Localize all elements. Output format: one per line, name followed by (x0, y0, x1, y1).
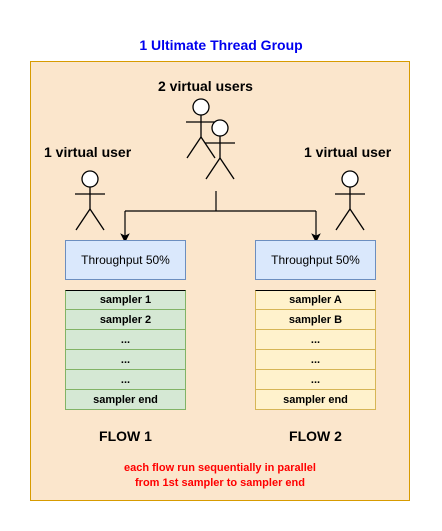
flow2-label: FLOW 2 (289, 428, 342, 444)
diagram-title: 1 Ultimate Thread Group (139, 37, 303, 53)
sampler-item: ... (65, 330, 186, 350)
stick-figure-icon (75, 170, 105, 231)
stick-figure-icon (335, 170, 365, 231)
sampler-item: ... (255, 330, 376, 350)
flow2-sampler-list: sampler A sampler B ... ... ... sampler … (255, 290, 376, 410)
sampler-item: sampler B (255, 310, 376, 330)
sampler-item: sampler 2 (65, 310, 186, 330)
center-users-label: 2 virtual users (158, 78, 253, 94)
note-line-2: from 1st sampler to sampler end (135, 477, 305, 489)
sampler-item: ... (255, 370, 376, 390)
flow1-throughput-box: Throughput 50% (65, 240, 186, 280)
stick-figure-icon (205, 119, 235, 180)
flow1-sampler-list: sampler 1 sampler 2 ... ... ... sampler … (65, 290, 186, 410)
thread-group-container (30, 61, 410, 501)
left-user-label: 1 virtual user (44, 144, 132, 160)
sampler-item: ... (65, 370, 186, 390)
sampler-item: sampler end (65, 390, 186, 410)
stick-figure-icon (186, 98, 216, 159)
flow1-label: FLOW 1 (99, 428, 152, 444)
flow2-throughput-box: Throughput 50% (255, 240, 376, 280)
sampler-item: sampler A (255, 290, 376, 310)
right-user-label: 1 virtual user (304, 144, 392, 160)
sampler-item: ... (65, 350, 186, 370)
sampler-item: sampler end (255, 390, 376, 410)
sampler-item: ... (255, 350, 376, 370)
split-connector (120, 191, 321, 243)
sampler-item: sampler 1 (65, 290, 186, 310)
note-line-1: each flow run sequentially in parallel (124, 462, 316, 474)
